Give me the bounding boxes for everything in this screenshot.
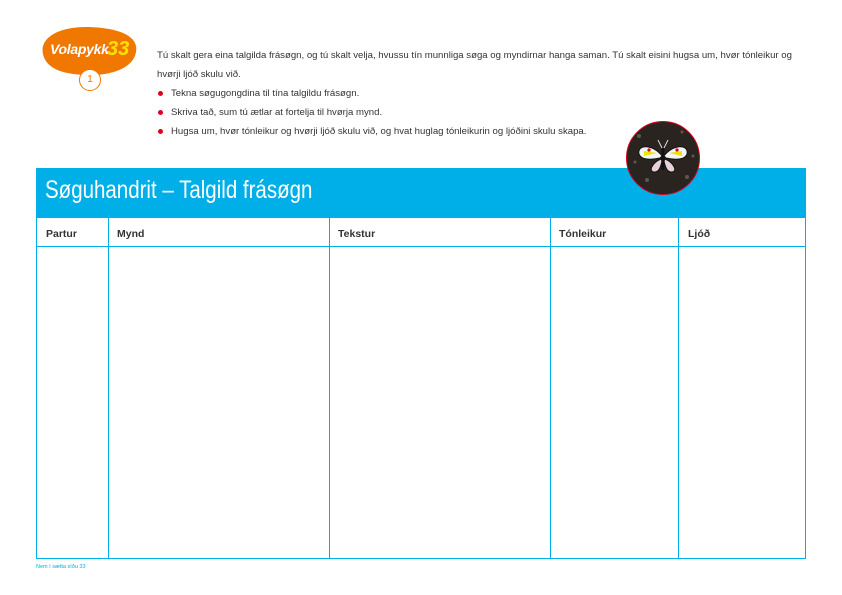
column-tekstur: [329, 218, 551, 558]
column-header: Tekstur: [338, 228, 376, 240]
logo-number: 33: [107, 38, 130, 60]
instruction-text: Skriva tað, sum tú ætlar at fortelja til…: [171, 107, 383, 118]
page-badge: 1: [79, 69, 101, 91]
column-partur: [37, 218, 109, 558]
column-header: Tónleikur: [559, 228, 607, 240]
butterfly-icon: [633, 130, 695, 182]
instructions-list: Tekna søgugongdina til tína talgildu frá…: [157, 84, 797, 141]
logo-shape: [42, 26, 137, 76]
storyboard-table: Partur Mynd Tekstur Tónleikur Ljóð: [36, 218, 806, 559]
column-header: Partur: [46, 228, 77, 240]
instruction-item: Skriva tað, sum tú ætlar at fortelja til…: [157, 103, 797, 122]
column-header: Ljóð: [688, 228, 711, 240]
footer-note: Nem í sætta síðu 33: [36, 564, 86, 570]
butterfly-badge: [626, 121, 700, 195]
instruction-item: Tekna søgugongdina til tína talgildu frá…: [157, 84, 797, 103]
bullet-icon: [158, 91, 163, 96]
header-divider: [37, 246, 805, 247]
instruction-text: Tekna søgugongdina til tína talgildu frá…: [171, 88, 360, 99]
instructions: Tú skalt gera eina talgilda frásøgn, og …: [157, 46, 797, 141]
page-title: Søguhandrit – Talgild frásøgn: [45, 176, 313, 204]
column-tonleikur: [550, 218, 679, 558]
volapykk-logo: Volapykk 33 1: [37, 24, 141, 91]
bullet-icon: [158, 110, 163, 115]
column-mynd: [108, 218, 330, 558]
column-header: Mynd: [117, 228, 145, 240]
instruction-item: Hugsa um, hvør tónleikur og hvørji ljóð …: [157, 122, 797, 141]
bullet-icon: [158, 129, 163, 134]
instruction-text: Hugsa um, hvør tónleikur og hvørji ljóð …: [171, 126, 587, 137]
logo-text: Volapykk: [50, 41, 109, 57]
instructions-paragraph: Tú skalt gera eina talgilda frásøgn, og …: [157, 50, 792, 80]
